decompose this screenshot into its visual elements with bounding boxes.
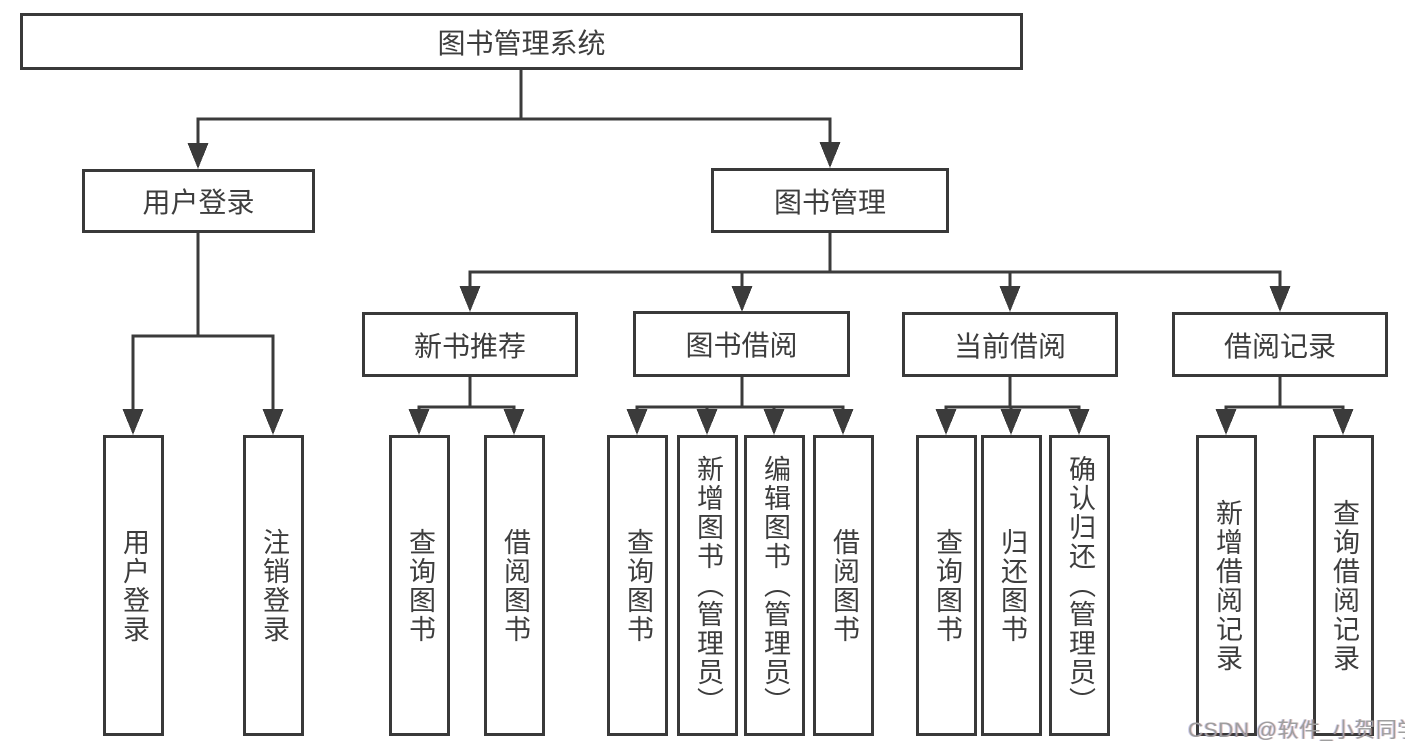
node-book-management: 图书管理 <box>711 168 949 233</box>
leaf-label: 新增借阅记录 <box>1212 498 1242 673</box>
node-label: 借阅记录 <box>1223 330 1336 362</box>
leaf-borrow-query-book: 查询图书 <box>607 435 668 736</box>
leaf-label: 用户登录 <box>119 527 149 644</box>
connector-book-mgmt-to-level3 <box>459 233 1291 312</box>
node-current-borrow: 当前借阅 <box>902 312 1118 377</box>
leaf-recommend-borrow-book: 借阅图书 <box>484 435 545 736</box>
leaf-logout: 注销登录 <box>243 435 304 736</box>
leaf-label: 查询借阅记录 <box>1329 498 1359 673</box>
leaf-borrow-edit-book-admin: 编辑图书（管理员） <box>744 435 805 736</box>
node-user-login: 用户登录 <box>82 169 315 233</box>
node-borrow-records: 借阅记录 <box>1172 312 1388 377</box>
node-label: 图书管理 <box>773 186 886 218</box>
leaf-borrow-add-book-admin: 新增图书（管理员） <box>677 435 738 736</box>
node-new-book-recommend: 新书推荐 <box>362 312 578 377</box>
connector-book-borrow-to-leaves <box>626 377 854 435</box>
leaf-user-login: 用户登录 <box>103 435 164 736</box>
node-label: 用户登录 <box>142 187 255 218</box>
leaf-current-query-book: 查询图书 <box>916 435 977 736</box>
connector-borrow-records-to-leaves <box>1215 377 1354 435</box>
connector-user-login-to-leaves <box>122 233 284 435</box>
leaf-label: 查询图书 <box>623 527 653 644</box>
node-label: 图书借阅 <box>685 330 798 361</box>
leaf-records-add-record: 新增借阅记录 <box>1196 435 1257 736</box>
node-label: 新书推荐 <box>413 330 526 362</box>
leaf-label: 查询图书 <box>405 527 435 644</box>
leaf-current-confirm-return-admin: 确认归还（管理员） <box>1049 435 1110 736</box>
node-library-system: 图书管理系统 <box>20 13 1023 70</box>
node-label: 当前借阅 <box>953 330 1066 362</box>
csdn-watermark: CSDN @软件_小贺同学 <box>1188 719 1405 742</box>
leaf-label: 新增图书（管理员） <box>693 455 723 716</box>
leaf-label: 注销登录 <box>259 527 289 644</box>
leaf-label: 归还图书 <box>997 527 1027 644</box>
node-book-borrow: 图书借阅 <box>633 311 850 377</box>
connector-root-to-level2 <box>187 70 841 169</box>
leaf-borrow-borrow-book: 借阅图书 <box>813 435 874 736</box>
leaf-label: 借阅图书 <box>829 527 859 644</box>
leaf-label: 查询图书 <box>932 527 962 644</box>
leaf-label: 编辑图书（管理员） <box>760 455 790 716</box>
leaf-current-return-book: 归还图书 <box>981 435 1042 736</box>
leaf-label: 确认归还（管理员） <box>1065 455 1095 716</box>
leaf-label: 借阅图书 <box>500 527 530 644</box>
node-label: 图书管理系统 <box>437 27 606 59</box>
connector-current-borrow-to-leaves <box>935 377 1090 435</box>
connector-new-book-rec-to-leaves <box>408 377 525 435</box>
leaf-records-query-record: 查询借阅记录 <box>1313 435 1374 736</box>
leaf-recommend-query-book: 查询图书 <box>389 435 450 736</box>
